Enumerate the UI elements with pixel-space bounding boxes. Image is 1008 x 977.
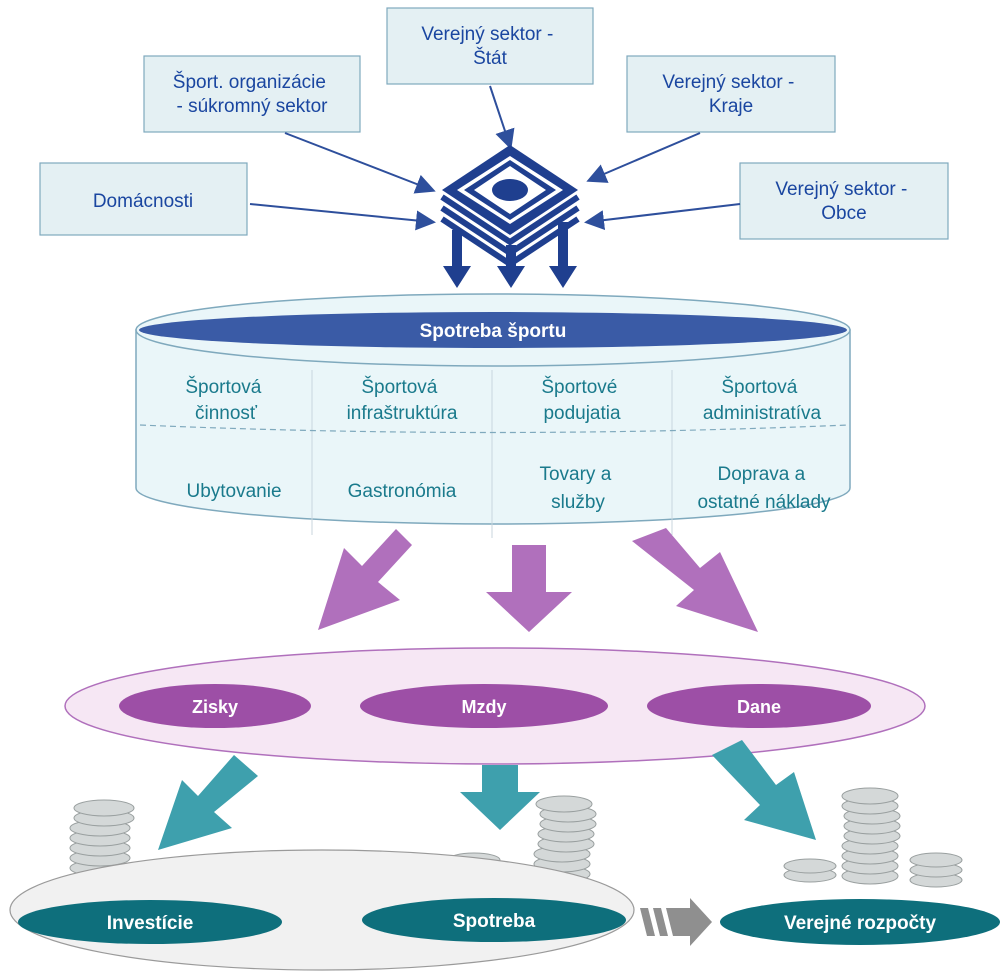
cell-transport-other: Doprava a ostatné náklady [697,464,831,513]
money-stack-icon [440,145,580,268]
outcome-pill-investicie [18,900,282,944]
coin-stack-left [69,799,135,877]
gray-arrow-icon [640,898,712,946]
consumption-cylinder: Spotreba športu [135,293,851,538]
source-box-state: Verejný sektor - Štát [386,7,594,85]
arrow-regions [586,132,701,183]
source-box-municipalities: Verejný sektor - Obce [739,162,949,240]
income-pill-dane [647,684,871,728]
source-text-state: Verejný sektor - Štát [421,24,558,69]
cell-sport-events: Športové podujatia [541,376,622,424]
consumption-title: Spotreba športu [420,321,567,342]
cell-sport-infrastructure: Športová infraštruktúra [347,376,458,424]
purple-arrow-right [632,528,758,632]
down-arrow-left [443,230,471,288]
cell-accommodation: Ubytovanie [186,481,281,502]
outcome-ellipse: Investície Spotreba [9,849,635,971]
source-text-regions: Verejný sektor - Kraje [662,72,799,117]
arrow-municipalities [584,203,741,231]
arrow-households [249,203,436,231]
outcome-pill-public-budgets: Verejné rozpočty [720,899,1000,945]
income-label-zisky: Zisky [192,697,238,717]
income-pill-zisky [119,684,311,728]
teal-arrow-right [712,740,816,840]
outcome-label-public-budgets: Verejné rozpočty [784,913,936,934]
cell-goods-services: Tovary a služby [539,464,616,513]
income-label-mzdy: Mzdy [462,697,507,717]
income-label-dane: Dane [737,697,781,717]
down-arrow-middle [497,245,525,288]
purple-arrows [318,528,758,632]
cell-gastronomy: Gastronómia [348,481,457,502]
cell-sport-administration: Športová administratíva [703,376,822,424]
source-box-households: Domácnosti [39,162,248,236]
source-box-private: Šport. organizácie - súkromný sektor [143,55,361,133]
outcome-label-spotreba: Spotreba [453,911,536,932]
consumption-header [139,312,847,348]
source-text-households: Domácnosti [93,191,193,212]
teal-arrows [158,740,816,850]
money-down-arrows [443,222,577,288]
arrow-state [489,85,515,150]
purple-arrow-middle [486,545,572,632]
income-ellipse: Zisky Mzdy Dane [64,647,926,765]
income-pill-mzdy [360,684,608,728]
outcome-pill-spotreba [362,898,626,942]
cell-sport-activity: Športová činnosť [185,376,266,424]
purple-arrow-left [318,529,412,630]
source-text-private: Šport. organizácie - súkromný sektor [173,71,331,117]
teal-arrow-middle [460,765,540,830]
arrow-private [284,132,436,194]
source-box-regions: Verejný sektor - Kraje [626,55,836,133]
outcome-label-investicie: Investície [107,913,194,934]
source-text-municipalities: Verejný sektor - Obce [775,179,912,224]
teal-arrow-left [158,755,258,850]
coin-stack-right [783,787,963,888]
down-arrow-right [549,222,577,288]
source-arrows [249,85,741,231]
